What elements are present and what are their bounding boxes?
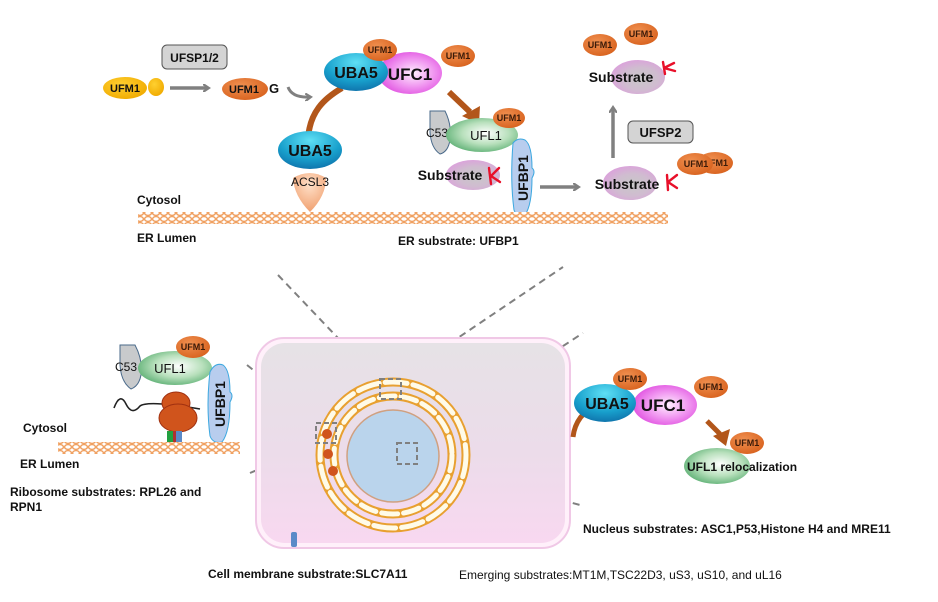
- ufc1-ufm1-label: UFM1: [446, 51, 471, 61]
- ufsp1-2-label: UFSP1/2: [170, 51, 219, 65]
- er-lumen-top-label: ER Lumen: [137, 231, 196, 245]
- ufl1-relocalization-label: UFL1 relocalization: [687, 460, 797, 474]
- c53-left-label: C53: [115, 360, 137, 374]
- substrate-released: Substrate: [589, 60, 677, 94]
- ufm1-precursor-label: UFM1: [110, 83, 140, 95]
- ufsp2-box: UFSP2: [627, 120, 694, 144]
- c53-top-label: C53: [426, 126, 448, 140]
- ufl1-top-ufm1: UFM1: [493, 108, 525, 128]
- uba5-right-ufm1: [613, 368, 647, 390]
- emerging-substrates-caption: Emerging substrates:MT1M,TSC22D3, uS3, u…: [459, 568, 782, 582]
- ufc1-right-label: UFC1: [641, 396, 685, 415]
- ufm1-chain-a-label: UFM1: [684, 159, 709, 169]
- ribosome-dot: [328, 466, 338, 476]
- translocon-red: [173, 431, 176, 447]
- nucleus-panel: UFC1 UFM1 UBA5 UFM1 UFM1 UFL1 relocaliza…: [570, 368, 891, 536]
- ufl1-top: UFL1: [446, 118, 518, 152]
- zoom-box-nucleus: [396, 442, 418, 465]
- mrna: [113, 398, 201, 412]
- cell-membrane-caption: Cell membrane substrate:SLC7A11: [208, 567, 408, 581]
- translocon-green: [167, 431, 173, 447]
- substrate-bound-label: Substrate: [418, 167, 483, 183]
- ribosome-caption-line2: RPN1: [10, 500, 42, 514]
- acsl3-label: ACSL3: [291, 175, 329, 189]
- ufc1-right-ufm1: [694, 376, 728, 398]
- ufl1-right-ufm1: [730, 432, 764, 454]
- uba5-active: UBA5: [324, 53, 388, 91]
- er-lumen-left-label: ER Lumen: [20, 457, 79, 471]
- acsl3: ACSL3: [291, 173, 329, 212]
- ufsp2-label: UFSP2: [640, 125, 682, 140]
- er-membrane-top: [138, 212, 668, 224]
- ufm1-mature-label: UFM1: [229, 84, 259, 96]
- slc7a11-transporter: [291, 532, 297, 547]
- uba5-right: [574, 384, 636, 422]
- nucleus-caption: Nucleus substrates: ASC1,P53,Histone H4 …: [583, 522, 891, 536]
- ufl1-right: [684, 448, 750, 484]
- zoom-box-er: [379, 378, 402, 400]
- uba5-membrane-label: UBA5: [288, 143, 332, 160]
- c53-left: [119, 344, 142, 390]
- lysine-icon: [661, 60, 677, 76]
- ufbp1-left: [207, 363, 233, 443]
- ufl1-top-ufm1-label: UFM1: [497, 113, 522, 123]
- uba5-ufm1: UFM1: [363, 39, 397, 61]
- ufsp1-2-box: UFSP1/2: [161, 44, 228, 70]
- lysine-icon: [665, 173, 679, 192]
- ribosome-dot: [323, 449, 333, 459]
- glycine-label: G: [269, 81, 279, 96]
- cytosol-top-label: Cytosol: [137, 193, 181, 207]
- cytosol-left-label: Cytosol: [23, 421, 67, 435]
- nucleus: [346, 409, 440, 503]
- substrate-modified-ufm1-chain: FM1 UFM1: [677, 152, 733, 175]
- ufm1-chain-b-label: FM1: [710, 158, 728, 168]
- er-substrate-caption: ER substrate: UFBP1: [398, 234, 519, 248]
- ufc1-right: [633, 385, 697, 425]
- cell: [255, 337, 571, 549]
- c53-top: C53: [426, 110, 451, 155]
- uba5-right-ufm1-label: UFM1: [618, 374, 643, 384]
- substrate-modified-label: Substrate: [595, 176, 660, 192]
- ufc1-ufm1: UFM1: [441, 45, 475, 67]
- free-ufm1-b-label: UFM1: [629, 29, 654, 39]
- ufbp1-top-label: UFBP1: [515, 155, 531, 201]
- ribosome-dot: [322, 429, 332, 439]
- free-ufm1-a-label: UFM1: [588, 40, 613, 50]
- substrate-modified: Substrate: [595, 166, 679, 200]
- ufc1-right-ufm1-label: UFM1: [699, 382, 724, 392]
- ufm1-left: [176, 336, 210, 358]
- ufl1-right-ufm1-label: UFM1: [735, 438, 760, 448]
- ribosome-panel: C53 UFL1 UFM1 UFBP1 Cytosol ER Lumen Rib…: [10, 336, 240, 514]
- ribosome-large-subunit: [158, 403, 198, 433]
- ufl1-left-label: UFL1: [154, 361, 186, 376]
- free-ufm1-b: UFM1: [624, 23, 658, 45]
- uba5-right-label: UBA5: [585, 396, 629, 413]
- er-membrane-left: [58, 442, 240, 454]
- ufm1-left-label: UFM1: [181, 342, 206, 352]
- substrate-bound: Substrate: [418, 160, 502, 190]
- uba5-membrane: UBA5: [278, 131, 342, 169]
- activation-arrow: [286, 86, 310, 97]
- free-ufm1-a: UFM1: [583, 34, 617, 56]
- ufm1-mature: UFM1 G: [222, 78, 279, 100]
- nucleus-transfer-arrow: [705, 419, 722, 436]
- substrate-released-label: Substrate: [589, 69, 654, 85]
- ufm1-precursor: UFM1: [103, 77, 164, 99]
- lysine-icon: [487, 166, 502, 186]
- ribosome-caption-line1: Ribosome substrates: RPL26 and: [10, 485, 201, 499]
- ufl1-left: [138, 351, 212, 385]
- nucleus-transfer-arrowhead: [713, 429, 730, 446]
- uba5-active-label: UBA5: [334, 65, 378, 82]
- ufc1: UFC1: [378, 52, 442, 94]
- uba5-ufm1-label: UFM1: [368, 45, 393, 55]
- ufbp1-left-label: UFBP1: [212, 381, 228, 427]
- ufl1-top-label: UFL1: [470, 128, 502, 143]
- ufc1-label: UFC1: [388, 65, 432, 84]
- zoom-box-ribosome: [315, 422, 337, 444]
- translocon-blue: [176, 431, 182, 447]
- transfer-arrow: [446, 89, 473, 115]
- ufbp1-top: UFBP1: [511, 138, 535, 217]
- endoplasmic-reticulum: [315, 377, 471, 533]
